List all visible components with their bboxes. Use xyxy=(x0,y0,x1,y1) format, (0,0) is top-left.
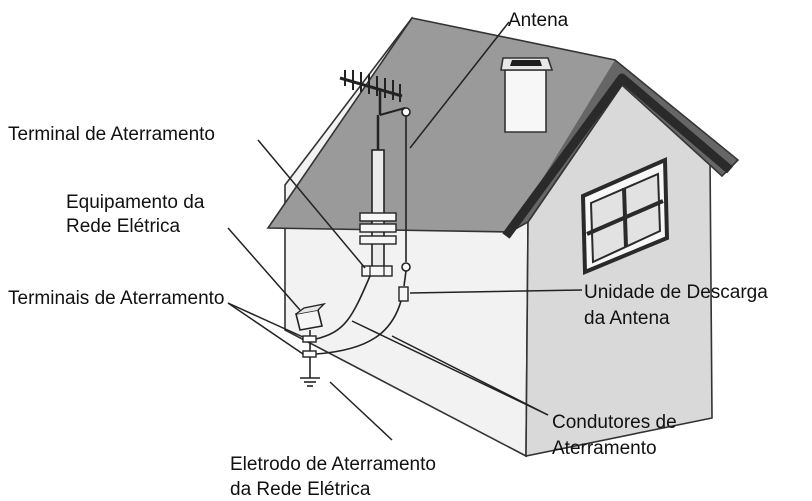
label-grounding-conductors-1: Condutores de xyxy=(552,412,677,433)
label-service-equipment-1: Equipamento da xyxy=(66,192,205,213)
label-grounding-terminals: Terminais de Aterramento xyxy=(8,288,225,309)
label-service-equipment-2: Rede Elétrica xyxy=(66,216,180,237)
label-antenna: Antena xyxy=(508,10,569,31)
label-discharge-unit-1: Unidade de Descarga xyxy=(584,282,768,303)
label-discharge-unit-2: da Antena xyxy=(584,308,670,329)
label-electrode-1: Eletrodo de Aterramento xyxy=(230,454,436,475)
chimney xyxy=(501,58,552,132)
label-electrode-2: da Rede Elétrica xyxy=(230,479,371,500)
label-grounding-conductors-2: Aterramento xyxy=(552,438,657,459)
label-grounding-terminal: Terminal de Aterramento xyxy=(8,124,215,145)
